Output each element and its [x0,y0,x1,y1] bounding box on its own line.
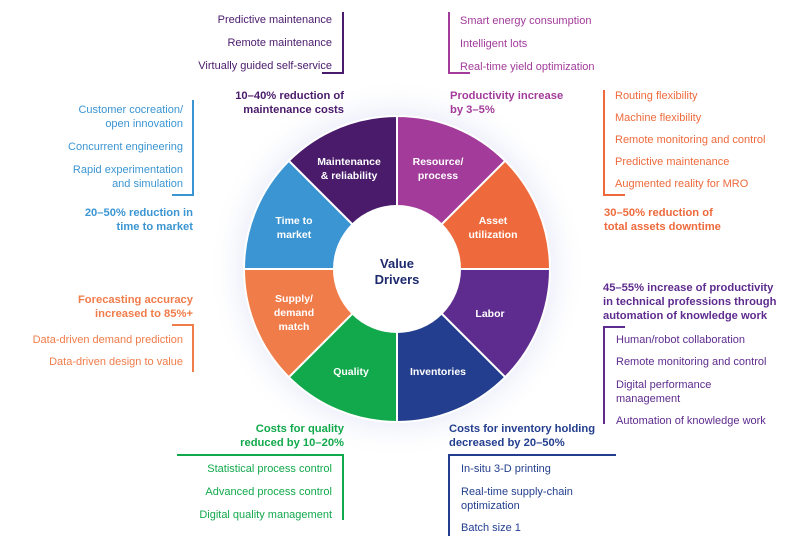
quality-headline-2: reduced by 10–20% [240,437,344,449]
segment-label-maintenance-1: Maintenance [317,156,381,168]
quality-bar [342,454,344,520]
labor-headline-3: automation of knowledge work [603,310,768,322]
segment-label-time-2: market [277,229,312,241]
time-headline-2: time to market [116,221,193,233]
asset-item-3: Remote monitoring and control [615,134,766,146]
maintenance-item-3: Virtually guided self-service [198,60,332,72]
quality-item-3: Digital quality management [199,509,332,521]
asset-headline-2: total assets downtime [604,221,721,233]
inventory-item-2: Real-time supply-chain [461,486,573,498]
resource-item-2: Intelligent lots [460,38,528,50]
resource-item-1: Smart energy consumption [460,15,592,27]
time-item-2: open innovation [105,118,183,130]
resource-headline-2: by 3–5% [450,104,495,116]
time-headline-1: 20–50% reduction in [84,207,193,219]
time-item-1: Customer cocreation/ [78,104,183,116]
inventory-headline-2: decreased by 20–50% [449,437,565,449]
labor-bar-tick [603,326,625,328]
labor-item-4: management [616,393,681,405]
time-bar-tick [172,194,194,196]
segment-label-labor: Labor [475,308,504,320]
segment-label-resource-1: Resource/ [413,156,464,168]
labor-item-3: Digital performance [616,379,712,391]
asset-item-4: Predictive maintenance [615,156,730,168]
asset-bar [603,90,605,196]
center-label-line2: Drivers [375,272,420,287]
maintenance-headline-2: maintenance costs [243,104,344,116]
inventory-item-4: Batch size 1 [461,522,521,534]
quality-headline-1: Costs for quality [255,423,344,435]
supply-bar [192,324,194,372]
maintenance-bar [342,12,344,74]
center-label-line1: Value [380,256,414,271]
supply-item-1: Data-driven demand prediction [32,334,183,346]
supply-bar-tick [172,324,194,326]
time-item-4: Rapid experimentation [72,164,183,176]
resource-bar-tick [448,72,470,74]
maintenance-bar-tick [322,72,344,74]
segment-label-supply-1: Supply/ [275,293,313,305]
resource-item-3: Real-time yield optimization [460,61,595,73]
segment-label-inventories: Inventories [410,366,466,378]
labor-item-2: Remote monitoring and control [616,356,767,368]
labor-item-5: Automation of knowledge work [616,415,766,427]
inventory-bar [448,454,450,536]
inventory-headline-1: Costs for inventory holding [449,423,596,435]
asset-headline-1: 30–50% reduction of [604,207,713,219]
supply-headline-2: increased to 85%+ [95,308,193,320]
segment-label-resource-2: process [418,170,458,182]
time-item-5: and simulation [112,178,183,190]
time-bar [192,100,194,196]
time-item-3: Concurrent engineering [68,141,183,153]
quality-item-2: Advanced process control [205,486,332,498]
segment-label-asset-1: Asset [479,215,508,227]
maintenance-headline-1: 10–40% reduction of [235,90,344,102]
supply-item-2: Data-driven design to value [49,356,183,368]
labor-item-1: Human/robot collaboration [616,334,746,346]
asset-bar-tick [603,194,625,196]
asset-item-5: Augmented reality for MRO [615,178,749,190]
segment-label-asset-2: utilization [469,229,518,241]
maintenance-item-1: Predictive maintenance [217,14,332,26]
supply-headline-1: Forecasting accuracy [77,294,193,306]
asset-item-2: Machine flexibility [615,112,702,124]
maintenance-item-2: Remote maintenance [227,37,332,49]
segment-label-supply-3: match [279,321,310,333]
labor-headline-1: 45–55% increase of productivity [603,282,774,294]
labor-headline-2: in technical professions through [603,296,777,308]
asset-item-1: Routing flexibility [615,90,698,102]
inventory-bar-tick [448,454,616,456]
inventory-item-1: In-situ 3-D printing [461,463,551,475]
labor-bar [603,326,605,424]
segment-label-maintenance-2: & reliability [321,170,378,182]
segment-label-quality: Quality [333,366,369,378]
wheel-center [333,205,461,333]
segment-label-time-1: Time to [275,215,312,227]
quality-item-1: Statistical process control [207,463,332,475]
quality-bar-tick [177,454,344,456]
inventory-item-3: optimization [461,500,520,512]
resource-headline-1: Productivity increase [450,90,564,102]
segment-label-supply-2: demand [274,307,314,319]
resource-bar [448,12,450,74]
